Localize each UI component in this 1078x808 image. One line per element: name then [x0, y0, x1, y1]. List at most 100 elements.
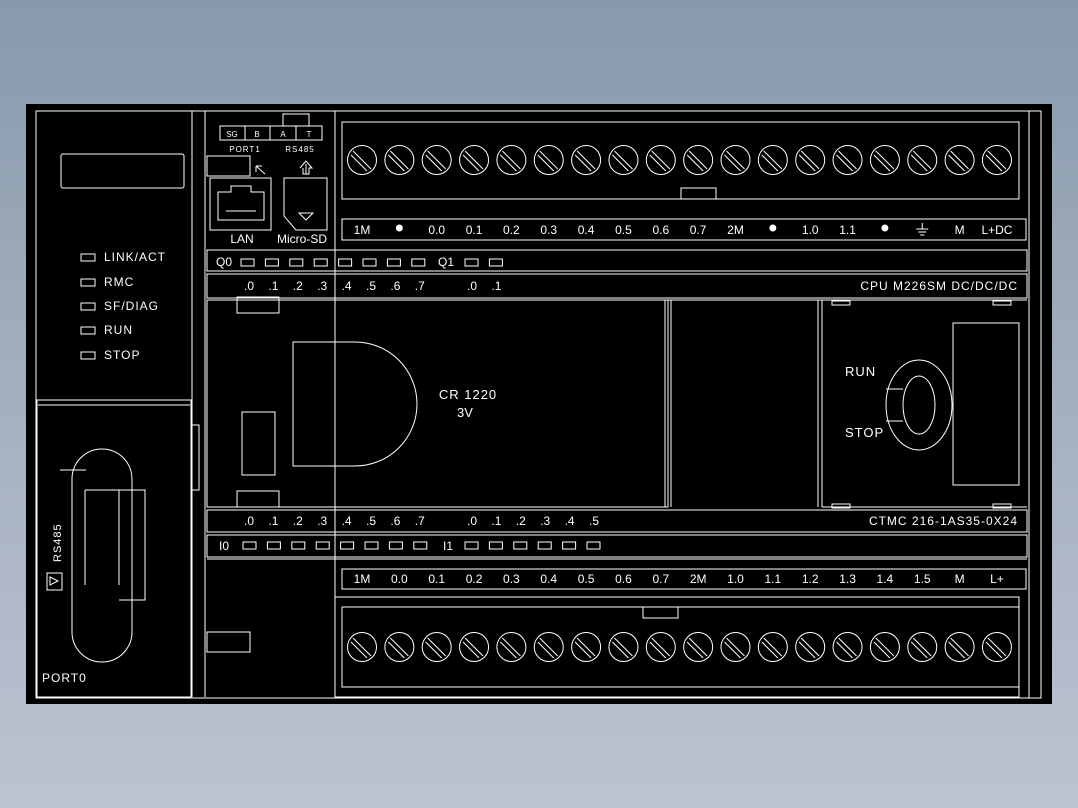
output-terminal-label: 0.2 — [503, 223, 520, 237]
output-terminal-screw-slot — [763, 150, 783, 170]
output-terminal-screw-slot — [950, 150, 969, 170]
output-terminal-screw — [757, 145, 788, 175]
input-terminal-screw — [757, 632, 788, 662]
output-terminal-label: 0.1 — [466, 223, 483, 237]
input-bit-label: .7 — [415, 514, 425, 528]
input-terminal-screw-slot — [724, 641, 741, 659]
input-terminal-screw — [496, 632, 527, 662]
battery-cover — [206, 299, 669, 508]
input-terminal-screw-slot — [950, 637, 969, 657]
output-terminal-screw — [795, 145, 826, 175]
input-bit-label: .4 — [342, 514, 352, 528]
output-terminal-label: 0.4 — [578, 223, 595, 237]
input-bit-label: .0 — [467, 514, 477, 528]
output-terminal-screw — [608, 145, 639, 175]
input-terminal-label: 0.7 — [652, 572, 669, 586]
input-terminal-label: 1.5 — [914, 572, 931, 586]
input-bit-label: .4 — [565, 514, 575, 528]
output-terminal-screw-slot — [350, 154, 368, 172]
output-bit-label: .2 — [293, 279, 303, 293]
output-terminal-screw — [571, 145, 602, 175]
input-terminal-screw — [795, 632, 826, 662]
input-led — [513, 541, 528, 550]
input-terminal-screw-slot — [985, 641, 1003, 659]
sd-arrow-icon — [299, 160, 314, 175]
output-terminal-screw-slot — [614, 150, 633, 170]
input-terminal-screw-slot — [612, 641, 629, 659]
output-terminal-screw — [459, 145, 490, 175]
input-bit-strip — [206, 509, 1028, 533]
output-led — [240, 258, 255, 267]
input-led — [388, 541, 403, 550]
expansion-cover — [952, 322, 1020, 486]
input-terminal-screw-slot — [576, 637, 596, 657]
battery-label: CR 1220 — [439, 387, 497, 402]
input-led — [586, 541, 601, 550]
port1-label: PORT1 — [229, 145, 261, 154]
output-led — [411, 258, 426, 267]
output-terminal-label: 0.3 — [540, 223, 557, 237]
input-terminal-screw — [459, 632, 490, 662]
output-led — [338, 258, 353, 267]
input-terminal-screw — [683, 632, 714, 662]
input-led — [537, 541, 552, 550]
output-bit-strip — [206, 273, 1028, 299]
input-bit-label: .2 — [516, 514, 526, 528]
output-terminal-dot — [881, 224, 889, 232]
plc-panel — [26, 104, 1052, 704]
output-terminal-screw-slot — [948, 154, 965, 172]
output-terminal-screw — [496, 145, 527, 175]
input-label-strip — [341, 568, 1027, 590]
port1-pin-b-label: B — [254, 130, 259, 139]
output-bit-label: .0 — [467, 279, 477, 293]
led-label-stop: STOP — [104, 348, 140, 362]
output-terminal-screw — [720, 145, 751, 175]
display-window — [60, 153, 185, 189]
input-terminal-screw-slot — [910, 641, 928, 659]
input-terminal-label: 1.1 — [765, 572, 782, 586]
output-terminal-screw — [907, 145, 938, 175]
input-terminal-screw-slot — [798, 641, 816, 659]
port0-rs485-label: RS485 — [52, 523, 64, 562]
input-terminal-screw-slot — [836, 641, 853, 659]
output-terminal-screw-slot — [389, 150, 409, 170]
input-terminal-screw-slot — [539, 637, 559, 657]
led-rmc — [80, 278, 96, 287]
input-terminal-screw-slot — [500, 641, 517, 659]
output-terminal-screw — [832, 145, 863, 175]
output-bit-label: .5 — [366, 279, 376, 293]
right-rail — [1028, 110, 1042, 699]
input-led — [562, 541, 577, 550]
input-terminal-screw-slot — [537, 641, 555, 659]
input-terminal-label: 0.2 — [466, 572, 483, 586]
input-terminal-screw — [869, 632, 900, 662]
input-terminal-label: L+ — [990, 572, 1004, 586]
input-terminal-screw-slot — [502, 637, 521, 657]
led-stop — [80, 351, 96, 360]
input-led-strip — [206, 534, 1028, 558]
output-bit-label: .3 — [317, 279, 327, 293]
output-terminal-dot — [395, 224, 403, 232]
input-bit-label: .6 — [390, 514, 400, 528]
input-terminal-screw-slot — [948, 641, 965, 659]
output-terminal-screw — [944, 145, 975, 175]
output-terminal-screw-slot — [836, 154, 853, 172]
output-terminal-screw-slot — [798, 154, 816, 172]
input-led-group-i0: I0 — [219, 539, 229, 553]
switch-stop-label: STOP — [845, 425, 884, 440]
output-terminal-screw-slot — [985, 154, 1003, 172]
output-terminal-screw-slot — [649, 154, 667, 172]
output-led-group-q1: Q1 — [438, 255, 454, 269]
input-terminal-screw — [944, 632, 975, 662]
output-terminal-screw — [869, 145, 900, 175]
output-terminal-label: 0.7 — [690, 223, 707, 237]
input-terminal-screw-slot — [763, 637, 783, 657]
output-led — [488, 258, 503, 267]
input-led — [464, 541, 479, 550]
output-terminal-label: 1M — [354, 223, 371, 237]
input-bit-label: .5 — [589, 514, 599, 528]
output-terminal-screw-slot — [539, 150, 559, 170]
input-led — [266, 541, 281, 550]
output-led — [264, 258, 279, 267]
